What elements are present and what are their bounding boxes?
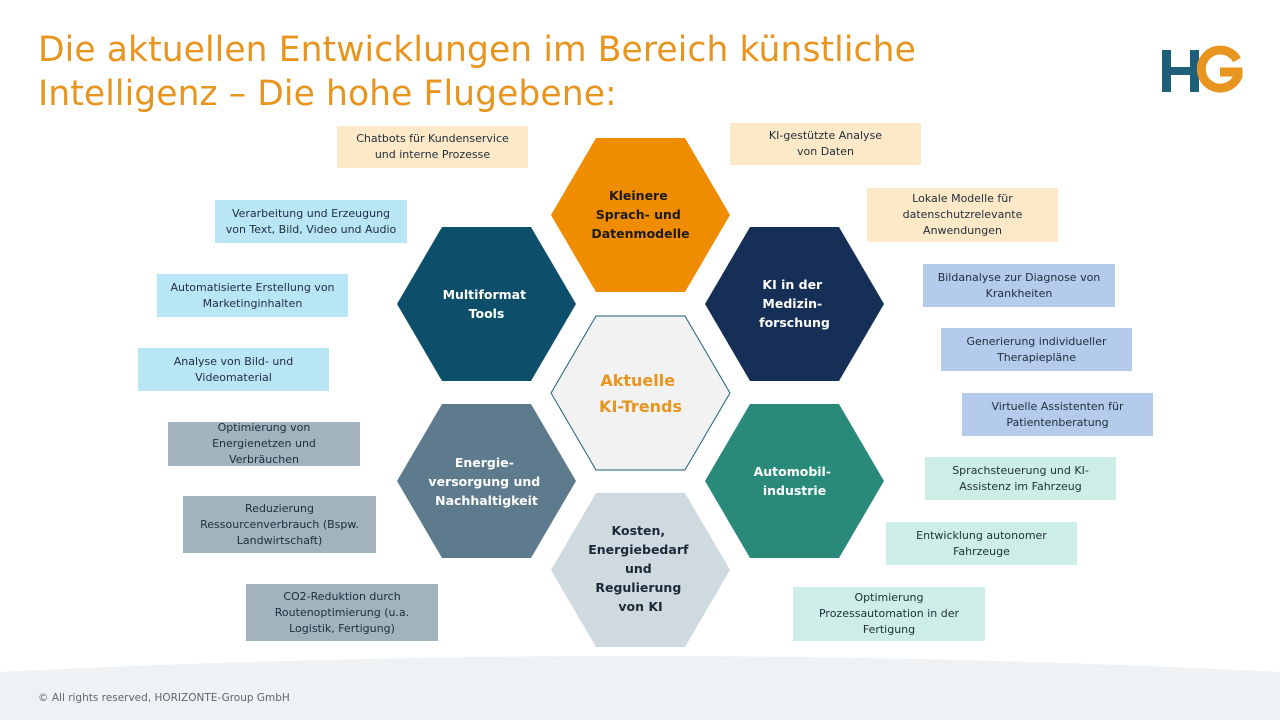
hex-label-line: forschung bbox=[759, 315, 830, 330]
logo-g bbox=[1196, 45, 1243, 93]
box-line: Verbräuchen bbox=[229, 453, 299, 466]
box-line: Chatbots für Kundenservice bbox=[356, 132, 509, 145]
box-line: Reduzierung bbox=[245, 501, 314, 515]
box-line: Landwirtschaft) bbox=[236, 533, 323, 547]
svg-text:Aktuelle KI-Trends: Aktuelle KI-Trends bbox=[599, 371, 682, 416]
svg-text:Multiformat Tools: Multiformat Tools bbox=[443, 287, 531, 321]
box-line: CO2-Reduktion durch bbox=[283, 589, 401, 603]
box-line: von Text, Bild, Video und Audio bbox=[225, 222, 397, 236]
copyright-footer: © All rights reserved, HORIZONTE-Group G… bbox=[38, 692, 290, 704]
box-line: Logistik, Fertigung) bbox=[289, 621, 395, 635]
box-line: Analyse von Bild- und bbox=[173, 354, 294, 368]
box-ki-analyse: KI-gestützte Analyse von Daten bbox=[730, 123, 921, 165]
box-line: Routenoptimierung (u.a. bbox=[274, 605, 410, 619]
hex-label-line: Multiformat bbox=[443, 287, 527, 302]
box-line: von Daten bbox=[797, 145, 854, 158]
box-line: Sprachsteuerung und KI- bbox=[952, 463, 1089, 477]
hex-label-line: Tools bbox=[469, 306, 505, 321]
box-line: Assistenz im Fahrzeug bbox=[959, 479, 1082, 493]
box-line: Verarbeitung und Erzeugung bbox=[231, 206, 391, 220]
hex-multiformat-tools: Multiformat Tools bbox=[397, 227, 576, 381]
box-line: Optimierung von bbox=[217, 421, 311, 434]
hex-center-ki-trends: Aktuelle KI-Trends bbox=[550, 315, 731, 471]
hex-label-line: KI in der bbox=[762, 277, 823, 292]
box-verarbeitung: Verarbeitung und Erzeugung von Text, Bild… bbox=[215, 200, 407, 243]
hex-label-line: Kosten, bbox=[612, 523, 666, 538]
box-line: und interne Prozesse bbox=[374, 148, 491, 161]
svg-text:KI in der Medizin-: KI in der Medizin- forschung bbox=[759, 277, 830, 330]
logo-h bbox=[1162, 50, 1199, 92]
box-line: Automatisierte Erstellung von bbox=[170, 280, 335, 294]
box-line: datenschutzrelevante bbox=[902, 208, 1023, 221]
hex-label-line: Energie- bbox=[455, 455, 514, 470]
box-line: Fahrzeuge bbox=[953, 544, 1010, 558]
box-line: Krankheiten bbox=[985, 286, 1053, 300]
svg-text:Kleinere Sprach- und: Kleinere Sprach- und Datenmodelle bbox=[591, 188, 689, 241]
box-line: Videomaterial bbox=[195, 370, 272, 384]
box-line: Fertigung bbox=[862, 623, 916, 636]
hex-label-line: Datenmodelle bbox=[591, 226, 689, 241]
hex-automobilindustrie: Automobil- industrie bbox=[705, 404, 884, 558]
hex-label-line: und bbox=[625, 561, 652, 576]
hex-label-line: von KI bbox=[618, 599, 662, 614]
box-line: KI-gestützte Analyse bbox=[768, 129, 883, 142]
hex-label-line: industrie bbox=[763, 483, 826, 498]
box-chatbots: Chatbots für Kundenservice und interne Pr… bbox=[337, 126, 528, 168]
box-line: Therapiepläne bbox=[996, 350, 1077, 364]
hex-label-line: Medizin- bbox=[762, 296, 822, 311]
hex-kosten-regulierung: Kosten, Energiebedarf und Regulierung vo… bbox=[551, 493, 730, 647]
hex-kleinere-modelle: Kleinere Sprach- und Datenmodelle bbox=[551, 138, 730, 292]
box-line: Entwicklung autonomer bbox=[916, 528, 1047, 542]
box-line: Marketinginhalten bbox=[202, 296, 303, 310]
center-label-line: KI-Trends bbox=[599, 397, 682, 416]
hex-label-line: Nachhaltigkeit bbox=[435, 493, 538, 508]
box-sprachsteuerung: Sprachsteuerung und KI- Assistenz im Fahr… bbox=[925, 457, 1116, 500]
box-line: Lokale Modelle für bbox=[912, 192, 1013, 205]
footer-wave bbox=[0, 656, 1280, 720]
box-line: Ressourcenverbrauch (Bspw. bbox=[200, 517, 359, 531]
center-label-line: Aktuelle bbox=[600, 371, 675, 390]
box-line: Patientenberatung bbox=[1006, 415, 1109, 429]
box-line: Anwendungen bbox=[923, 224, 1002, 237]
hex-label-line: Energiebedarf bbox=[588, 542, 689, 557]
box-line: Energienetzen und bbox=[212, 437, 316, 450]
hex-label-line: Automobil- bbox=[754, 464, 831, 479]
page-title: Die aktuellen Entwicklungen im Bereich k… bbox=[38, 30, 916, 114]
box-line: Optimierung bbox=[854, 591, 924, 604]
box-line: Prozessautomation in der bbox=[818, 607, 960, 620]
hex-label-line: Sprach- und bbox=[596, 207, 681, 222]
svg-text:Automobil- industrie: Automobil- industrie bbox=[754, 464, 836, 498]
hex-label-line: Kleinere bbox=[609, 188, 668, 203]
svg-text:Kosten, Energiebedarf: Kosten, Energiebedarf und Regulierung vo… bbox=[588, 523, 693, 614]
box-line: Generierung individueller bbox=[966, 334, 1107, 348]
hex-energieversorgung: Energie- versorgung und Nachhaltigkeit bbox=[397, 404, 576, 558]
svg-text:Energie- versorgung und: Energie- versorgung und Nachhaltigkeit bbox=[428, 455, 544, 508]
hex-medizinforschung: KI in der Medizin- forschung bbox=[705, 227, 884, 381]
box-line: Virtuelle Assistenten für bbox=[991, 399, 1124, 413]
horizonte-group-logo bbox=[1162, 45, 1243, 93]
box-line: Bildanalyse zur Diagnose von bbox=[937, 270, 1101, 284]
hex-label-line: Regulierung bbox=[595, 580, 681, 595]
hex-label-line: versorgung und bbox=[428, 474, 540, 489]
